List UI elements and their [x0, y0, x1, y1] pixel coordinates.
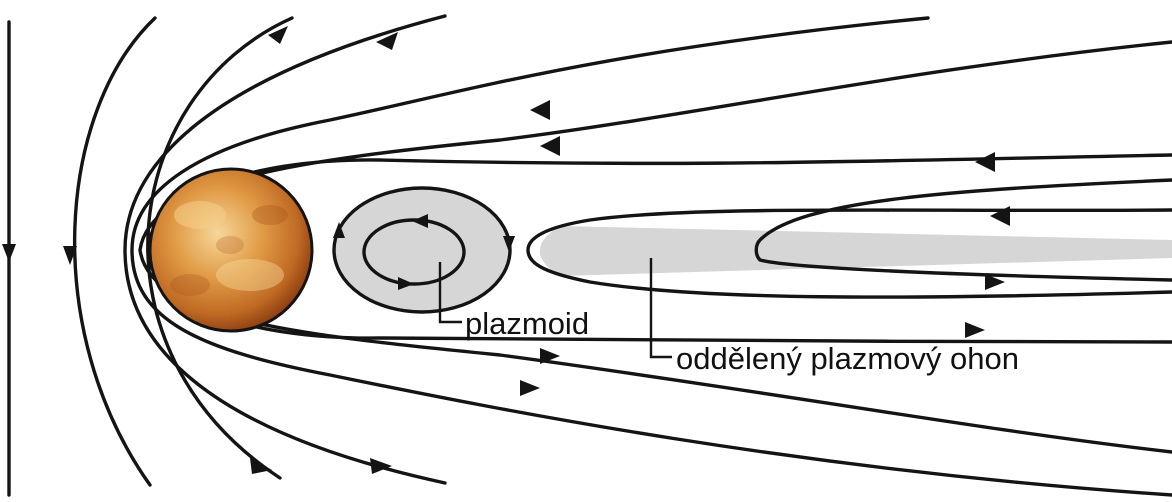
plasmoid-leader-line: [438, 262, 462, 324]
plasmoid-outer: [332, 186, 512, 314]
arrow-icon: [376, 32, 398, 50]
arrow-icon: [540, 136, 560, 156]
arrow-icon: [975, 152, 995, 172]
arrow-icon: [540, 348, 560, 364]
arrow-icon: [250, 458, 272, 474]
arrow-icon: [985, 274, 1005, 290]
venus-icon: [148, 167, 314, 333]
field-line-draped-2: [138, 40, 1172, 454]
tail-leader-line: [649, 258, 672, 359]
arrow-icon: [530, 100, 550, 120]
detached-plasma-tail: [539, 226, 1172, 276]
field-line-inner-loop: [526, 208, 1172, 299]
arrow-icon: [965, 322, 985, 338]
arrow-icon: [398, 277, 414, 290]
field-line-tail-upper: [754, 178, 1172, 282]
arrow-icon: [520, 380, 540, 396]
arrow-icon: [503, 236, 515, 252]
plasmoid-label: plazmoid: [465, 306, 589, 341]
arrow-icon: [268, 26, 288, 44]
arrow-icon: [333, 222, 345, 238]
field-line-outer-3: [123, 14, 447, 485]
arrow-down-icon: [2, 244, 16, 262]
field-line-outer-1: [72, 16, 157, 487]
arrow-icon: [412, 214, 428, 228]
arrow-icon: [370, 458, 392, 474]
arrow-icon: [63, 246, 77, 265]
tail-label: oddělený plazmový ohon: [676, 341, 1019, 376]
field-line-draped-3: [146, 153, 1172, 344]
field-line-draped-1: [130, 16, 1172, 497]
arrow-icon: [990, 206, 1010, 226]
